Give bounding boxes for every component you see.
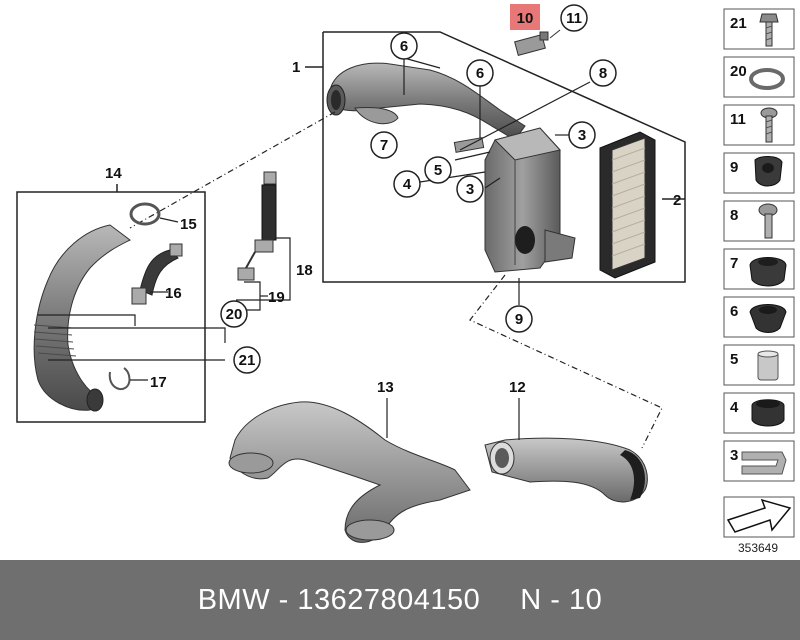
screw-icon — [760, 107, 778, 143]
flange-bolt-icon — [758, 203, 778, 239]
highlight-part-10 — [510, 4, 540, 30]
bolt-icon — [759, 13, 779, 47]
legend-cell-4 — [723, 392, 795, 434]
vent-hose-small — [131, 243, 183, 305]
legend-number-6: 6 — [730, 303, 738, 320]
callout-numbers: 6 6 8 3 7 5 4 3 9 11 10 20 21 — [226, 10, 608, 369]
callout-15: 15 — [180, 216, 197, 233]
callout-4: 4 — [403, 176, 412, 193]
legend-cell-5 — [723, 344, 795, 386]
callout-circles — [220, 4, 617, 374]
o-ring-icon — [749, 68, 785, 90]
callout-18: 18 — [296, 262, 313, 279]
callout-13: 13 — [377, 379, 394, 396]
callout-10: 10 — [517, 10, 534, 27]
intake-pipe-upper — [326, 62, 526, 153]
direction-arrow-icon — [726, 498, 792, 533]
mount-grommet-icon — [749, 304, 787, 333]
legend-cell-arrow — [723, 496, 795, 538]
callout-3-upper: 3 — [578, 127, 586, 144]
legend-cell-7 — [723, 248, 795, 290]
legend-number-8: 8 — [730, 207, 738, 224]
part-number-text: BMW - 13627804150 — [197, 583, 481, 616]
callout-3-lower: 3 — [466, 181, 474, 198]
legend-cell-20 — [723, 56, 795, 98]
callout-9: 9 — [515, 311, 523, 328]
parts-diagram: 21 20 11 9 8 7 6 5 4 3 — [16, 4, 795, 555]
inlet-duct — [484, 437, 648, 503]
part-number-footer: BMW - 13627804150 N - 10 — [0, 560, 800, 640]
intake-duct-hose — [33, 224, 131, 412]
leader-lines-mid — [236, 237, 291, 311]
callout-17: 17 — [150, 374, 167, 391]
callout-5: 5 — [434, 162, 442, 179]
legend-number-9: 9 — [730, 159, 738, 176]
callout-11: 11 — [566, 10, 582, 27]
legend-cell-8 — [723, 200, 795, 242]
legend-cell-21 — [723, 8, 795, 50]
callout-12: 12 — [509, 379, 526, 396]
quantity-text: N - 10 — [520, 583, 603, 616]
sleeve-icon — [757, 350, 779, 381]
legend-number-5: 5 — [730, 351, 738, 368]
callout-8: 8 — [599, 65, 607, 82]
leader-lines-main — [403, 57, 591, 305]
legend-cell-6 — [723, 296, 795, 338]
hose-clip — [108, 367, 131, 391]
intake-duct-frame — [16, 184, 206, 423]
plain-callouts: 1 2 14 15 16 17 18 19 13 12 — [105, 59, 681, 396]
leader-lines-lower — [386, 398, 520, 440]
airbox-assembly-frame — [305, 31, 686, 283]
air-filter-housing — [484, 127, 576, 273]
callout-6-right: 6 — [476, 65, 484, 82]
legend-number-21: 21 — [730, 15, 747, 32]
callout-1: 1 — [292, 59, 300, 76]
legend-cell-3 — [723, 440, 795, 482]
grommet-icon — [754, 156, 783, 187]
air-mass-sensor — [514, 29, 561, 56]
legend-number-7: 7 — [730, 255, 738, 272]
vent-hose-mid — [237, 171, 277, 281]
callout-16: 16 — [165, 285, 182, 302]
air-filter-element — [599, 131, 656, 279]
legend-cell-11 — [723, 104, 795, 146]
leader-lines-left — [38, 217, 226, 381]
fastener-legend: 21 20 11 9 8 7 6 5 4 3 — [723, 8, 795, 555]
callout-21: 21 — [239, 352, 256, 369]
callout-7: 7 — [380, 137, 388, 154]
callout-6-upper: 6 — [400, 38, 408, 55]
bushing-icon — [751, 399, 785, 427]
callout-2: 2 — [673, 192, 681, 209]
spring-clip-icon — [741, 451, 787, 475]
legend-number-20: 20 — [730, 63, 747, 80]
legend-number-11: 11 — [730, 111, 746, 128]
callout-19: 19 — [268, 289, 285, 306]
resonator-duct — [228, 401, 471, 543]
connection-dashes — [129, 111, 663, 449]
callout-14: 14 — [105, 165, 122, 182]
callout-20: 20 — [226, 306, 243, 323]
legend-number-3: 3 — [730, 447, 738, 464]
rubber-mount-icon — [749, 257, 787, 287]
diagram-id: 353649 — [738, 541, 778, 555]
clamp-ring — [129, 202, 161, 226]
legend-cell-9 — [723, 152, 795, 194]
legend-number-4: 4 — [730, 399, 739, 416]
